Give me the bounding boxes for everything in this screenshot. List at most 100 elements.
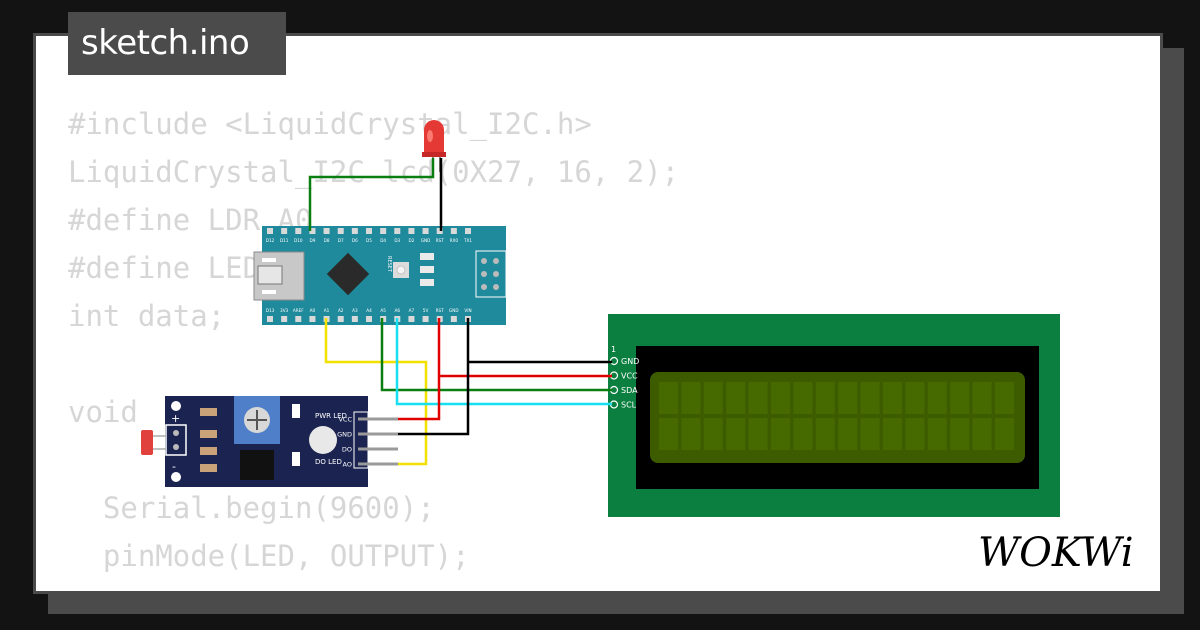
nano-pin[interactable] bbox=[366, 228, 372, 234]
nano-pin-label: VIN bbox=[464, 308, 471, 313]
lcd-pin-label: GND bbox=[621, 357, 639, 366]
lcd-cell bbox=[815, 418, 835, 450]
nano-pin[interactable] bbox=[295, 316, 302, 322]
nano-pin[interactable] bbox=[267, 316, 273, 322]
nano-pin[interactable] bbox=[309, 228, 316, 234]
wire-yellow-ao bbox=[324, 318, 428, 466]
lcd-cell bbox=[681, 382, 701, 414]
lcd-cell bbox=[726, 418, 746, 450]
lcd-cell bbox=[905, 418, 925, 450]
nano-pin-label: D3 bbox=[394, 238, 400, 243]
lcd-cell bbox=[883, 382, 902, 414]
lcd-cell bbox=[927, 418, 947, 450]
lcd-cell bbox=[860, 418, 880, 450]
nano-pin[interactable] bbox=[281, 228, 288, 234]
lcd-pin-index: 1 bbox=[611, 345, 616, 354]
nano-pin[interactable] bbox=[408, 228, 415, 234]
wire-green-sda bbox=[380, 318, 612, 392]
nano-pin-label: AREF bbox=[293, 308, 304, 313]
nano-pin[interactable] bbox=[309, 316, 316, 322]
nano-pin[interactable] bbox=[465, 228, 471, 234]
lcd-cell bbox=[748, 418, 768, 450]
nano-pin[interactable] bbox=[450, 316, 457, 322]
ldr-disc bbox=[309, 426, 337, 454]
nano-pin[interactable] bbox=[450, 228, 457, 234]
ldr-minus-label: - bbox=[172, 460, 176, 473]
ldr-pin-label: VCC bbox=[338, 416, 352, 424]
code-line-7: void bbox=[68, 395, 138, 429]
nano-pin-label: D6 bbox=[352, 238, 358, 243]
nano-pin[interactable] bbox=[408, 316, 415, 322]
lcd-cell bbox=[995, 418, 1014, 450]
nano-pin[interactable] bbox=[323, 228, 330, 234]
mcu-chip bbox=[326, 252, 370, 296]
lcd-cell bbox=[950, 418, 970, 450]
lcd-cell bbox=[681, 418, 701, 450]
nano-pin[interactable] bbox=[281, 316, 288, 322]
nano-pin-label: D5 bbox=[366, 238, 372, 243]
pwr-led-label: PWR LED bbox=[315, 412, 347, 420]
lcd-cell bbox=[995, 382, 1014, 414]
lcd-cell bbox=[860, 382, 880, 414]
nano-pin-label: 5V bbox=[423, 308, 429, 313]
nano-pin[interactable] bbox=[380, 228, 387, 234]
code-line-2: LiquidCrystal_I2C lcd(0X27, 16, 2); bbox=[68, 155, 680, 189]
lcd-cell bbox=[927, 382, 947, 414]
wire-black-gnd bbox=[398, 318, 470, 436]
nano-pin[interactable] bbox=[267, 228, 273, 234]
lcd-pin-label: SCL bbox=[621, 401, 637, 410]
lcd-cell bbox=[748, 382, 768, 414]
nano-pin[interactable] bbox=[422, 228, 429, 234]
code-line-9: Serial.begin(9600); bbox=[68, 491, 435, 525]
code-line-5: int data; bbox=[68, 299, 226, 333]
nano-pin[interactable] bbox=[394, 228, 401, 234]
lcd-cell bbox=[883, 418, 902, 450]
do-led-label: DO LED bbox=[315, 458, 342, 466]
nano-pin[interactable] bbox=[351, 228, 358, 234]
photoresistor bbox=[141, 430, 153, 455]
nano-pin-label: RX0 bbox=[450, 238, 459, 243]
nano-pin-label: A7 bbox=[409, 308, 415, 313]
nano-pin-label: D2 bbox=[408, 238, 414, 243]
code-line-1: #include <LiquidCrystal_I2C.h> bbox=[68, 107, 592, 141]
code-line-4: #define LED bbox=[68, 251, 261, 285]
nano-pin-label: D4 bbox=[380, 238, 386, 243]
ldr-plus-label: + bbox=[171, 412, 180, 425]
nano-pin[interactable] bbox=[436, 228, 443, 234]
nano-pin-label: A2 bbox=[338, 308, 344, 313]
comparator-chip bbox=[240, 450, 274, 480]
nano-pin-label: A1 bbox=[324, 308, 330, 313]
nano-pin[interactable] bbox=[337, 316, 344, 322]
lcd-cell bbox=[726, 382, 746, 414]
wires bbox=[308, 158, 612, 466]
lcd-cell bbox=[659, 418, 678, 450]
filename-tag: sketch.ino bbox=[68, 12, 286, 75]
nano-reset-label: RESET bbox=[386, 256, 392, 273]
wokwi-logo: WOKWi bbox=[978, 530, 1134, 576]
lcd-character-cells bbox=[659, 382, 1014, 450]
nano-pin[interactable] bbox=[351, 316, 358, 322]
code-line-3: #define LDR A0 bbox=[68, 203, 313, 237]
nano-pin-label: D7 bbox=[338, 238, 344, 243]
nano-pin[interactable] bbox=[422, 316, 429, 322]
lcd-cell bbox=[771, 382, 790, 414]
wire-red-vcc bbox=[398, 318, 441, 421]
nano-pin-label: A6 bbox=[395, 308, 401, 313]
filename-label: sketch.ino bbox=[81, 23, 250, 63]
nano-pin[interactable] bbox=[295, 228, 302, 234]
lcd-cell bbox=[793, 418, 813, 450]
nano-pin[interactable] bbox=[337, 228, 344, 234]
nano-pin-label: A4 bbox=[366, 308, 372, 313]
nano-pin-label: D10 bbox=[294, 238, 303, 243]
lcd-cell bbox=[950, 382, 970, 414]
nano-pin[interactable] bbox=[366, 316, 372, 322]
ldr-pin-label: DO bbox=[342, 446, 352, 454]
lcd-cell bbox=[972, 418, 992, 450]
lcd-cell bbox=[703, 382, 723, 414]
